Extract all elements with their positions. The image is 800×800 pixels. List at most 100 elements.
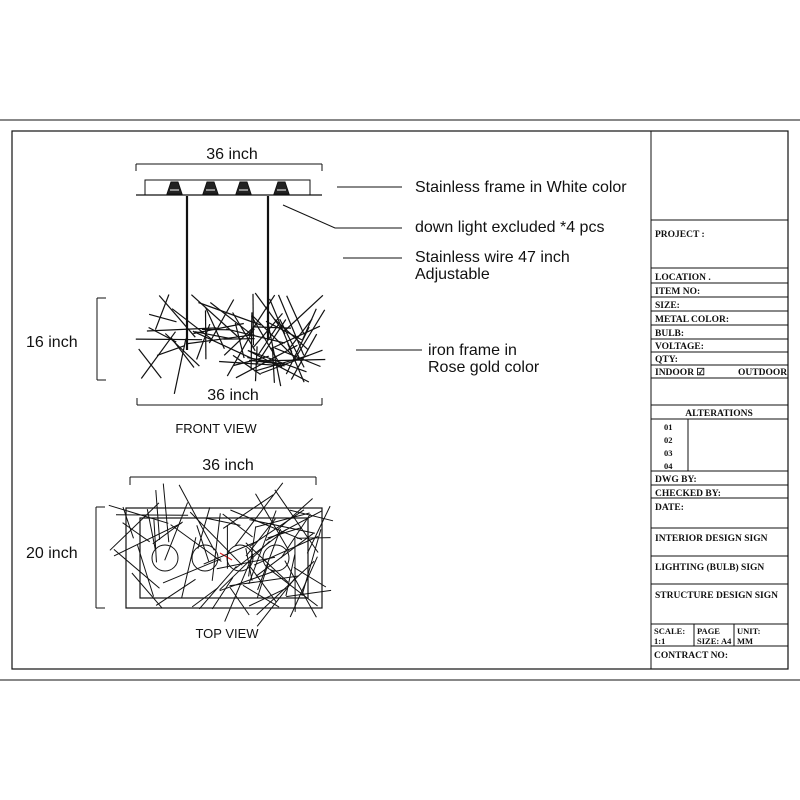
iron-stick	[137, 544, 155, 597]
down-light-icon	[235, 181, 252, 195]
iron-stick	[226, 328, 255, 377]
iron-stick	[211, 577, 234, 610]
tb-structure-sign: STRUCTURE DESIGN SIGN	[655, 591, 778, 601]
iron-stick	[292, 309, 326, 362]
iron-stick	[131, 572, 163, 609]
top-width-label: 36 inch	[202, 457, 254, 474]
iron-stick	[290, 333, 318, 380]
iron-stick	[265, 510, 323, 541]
iron-stick	[146, 327, 217, 332]
top-height-dimension	[95, 506, 105, 609]
tb-dwg-by: DWG BY:	[655, 475, 697, 485]
iron-stick	[249, 519, 316, 534]
iron-stick	[252, 313, 283, 349]
iron-stick	[196, 525, 210, 562]
iron-stick	[256, 560, 315, 616]
iron-stick	[164, 502, 189, 561]
iron-stick	[197, 507, 211, 549]
tb-date: DATE:	[655, 503, 684, 513]
iron-stick	[255, 512, 310, 528]
iron-stick	[274, 489, 319, 553]
iron-stick	[235, 344, 298, 379]
top-width-dimension	[129, 476, 317, 485]
iron-stick	[229, 587, 250, 616]
top-view: 36 inch 20 inch TOP VIEW	[26, 457, 334, 641]
iron-stick	[284, 560, 317, 618]
iron-stick	[306, 505, 331, 554]
iron-stick	[216, 556, 276, 570]
iron-stick	[254, 292, 286, 335]
front-bottom-dimension	[136, 398, 323, 406]
down-light-icon	[166, 181, 183, 195]
iron-stick	[219, 540, 270, 591]
iron-stick	[274, 347, 321, 368]
tb-alterations: ALTERATIONS	[685, 409, 753, 419]
tb-voltage: VOLTAGE:	[655, 342, 704, 352]
tb-size-label: SIZE:	[697, 636, 719, 646]
callout-iron-line1: iron frame in	[428, 342, 517, 359]
tb-size: SIZE:	[655, 301, 680, 311]
tb-unit-value: MM	[737, 636, 753, 646]
iron-stick	[138, 348, 162, 379]
iron-stick	[276, 498, 313, 531]
suspension-wires	[185, 196, 270, 350]
iron-stick	[249, 566, 277, 603]
iron-stick	[164, 333, 200, 367]
iron-stick	[245, 518, 276, 557]
tb-alt-row: 01	[664, 422, 673, 432]
iron-stick	[122, 522, 150, 543]
iron-stick	[245, 548, 253, 581]
iron-stick	[155, 578, 196, 606]
iron-stick	[153, 519, 157, 563]
top-frame	[125, 507, 323, 609]
iron-stick	[181, 537, 197, 599]
iron-stick	[222, 513, 253, 538]
top-view-caption: TOP VIEW	[195, 626, 259, 641]
iron-stick	[146, 509, 156, 550]
iron-stick	[245, 542, 289, 583]
iron-stick	[223, 338, 255, 340]
iron-stick	[271, 347, 275, 383]
iron-stick	[162, 558, 222, 584]
iron-stick	[286, 295, 305, 335]
iron-stick	[248, 587, 287, 607]
iron-stick	[219, 570, 277, 592]
front-height-dimension	[96, 297, 106, 381]
title-block: PROJECT : LOCATION . ITEM NO: SIZE: META…	[650, 131, 788, 669]
tb-metal-color: METAL COLOR:	[655, 315, 729, 325]
callout-leaders	[282, 186, 422, 351]
tb-checked-by: CHECKED BY:	[655, 489, 721, 499]
tb-location: LOCATION .	[655, 273, 711, 283]
iron-stick	[148, 313, 177, 323]
down-light-icon	[202, 181, 219, 195]
iron-stick	[173, 338, 187, 395]
tb-outdoor: OUTDOOR	[738, 368, 787, 378]
tb-project: PROJECT :	[655, 230, 705, 240]
front-bottom-width-label: 36 inch	[207, 387, 259, 404]
top-iron-frame-sticks	[108, 482, 334, 627]
iron-stick	[122, 506, 134, 539]
tb-item-no: ITEM NO:	[655, 287, 700, 297]
title-block-grid	[650, 131, 788, 669]
iron-stick	[155, 490, 161, 541]
iron-stick	[203, 540, 259, 565]
callout-wire-line2: Adjustable	[415, 266, 490, 283]
iron-stick	[171, 308, 214, 341]
tb-bulb: BULB:	[655, 329, 684, 339]
tb-alt-row: 04	[664, 461, 673, 471]
iron-stick	[135, 338, 203, 341]
iron-stick	[256, 578, 296, 627]
down-light-circle-icon	[151, 544, 179, 572]
wire-anchor-mark	[219, 552, 233, 561]
tb-scale-label: SCALE:	[654, 626, 685, 636]
iron-stick	[170, 524, 222, 562]
tb-page-label: PAGE	[697, 626, 720, 636]
iron-stick	[162, 483, 170, 543]
iron-stick	[251, 314, 294, 357]
iron-stick	[293, 566, 327, 588]
iron-stick	[234, 482, 284, 547]
iron-stick	[178, 484, 215, 551]
iron-stick	[270, 569, 318, 607]
sheet-border	[0, 119, 800, 681]
iron-stick	[194, 331, 233, 340]
